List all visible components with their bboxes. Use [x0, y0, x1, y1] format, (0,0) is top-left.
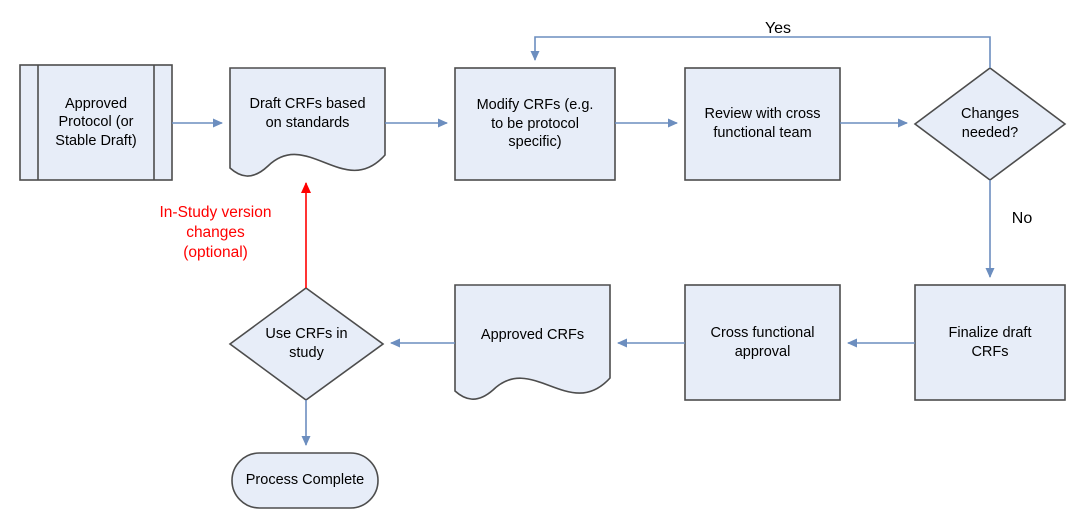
node-approved-protocol[interactable] — [19, 64, 173, 181]
node-review-cross-functional[interactable] — [684, 67, 841, 181]
edge-label-in-study-version-changes: In-Study version changes (optional) — [159, 204, 272, 262]
node-process-complete[interactable] — [231, 452, 379, 509]
node-modify-crfs[interactable] — [454, 67, 616, 181]
node-use-crfs-in-study[interactable] — [228, 287, 385, 401]
edge-label-yes: Yes — [764, 20, 792, 37]
node-approved-crfs[interactable] — [454, 284, 611, 400]
edge-label-no: No — [1011, 210, 1033, 227]
node-changes-needed[interactable] — [913, 67, 1067, 181]
node-finalize-draft-crfs[interactable] — [914, 284, 1066, 401]
node-cross-functional-approval[interactable] — [684, 284, 841, 401]
node-draft-crfs[interactable] — [229, 67, 386, 177]
edge-decision-yes-to-modify — [530, 36, 991, 68]
